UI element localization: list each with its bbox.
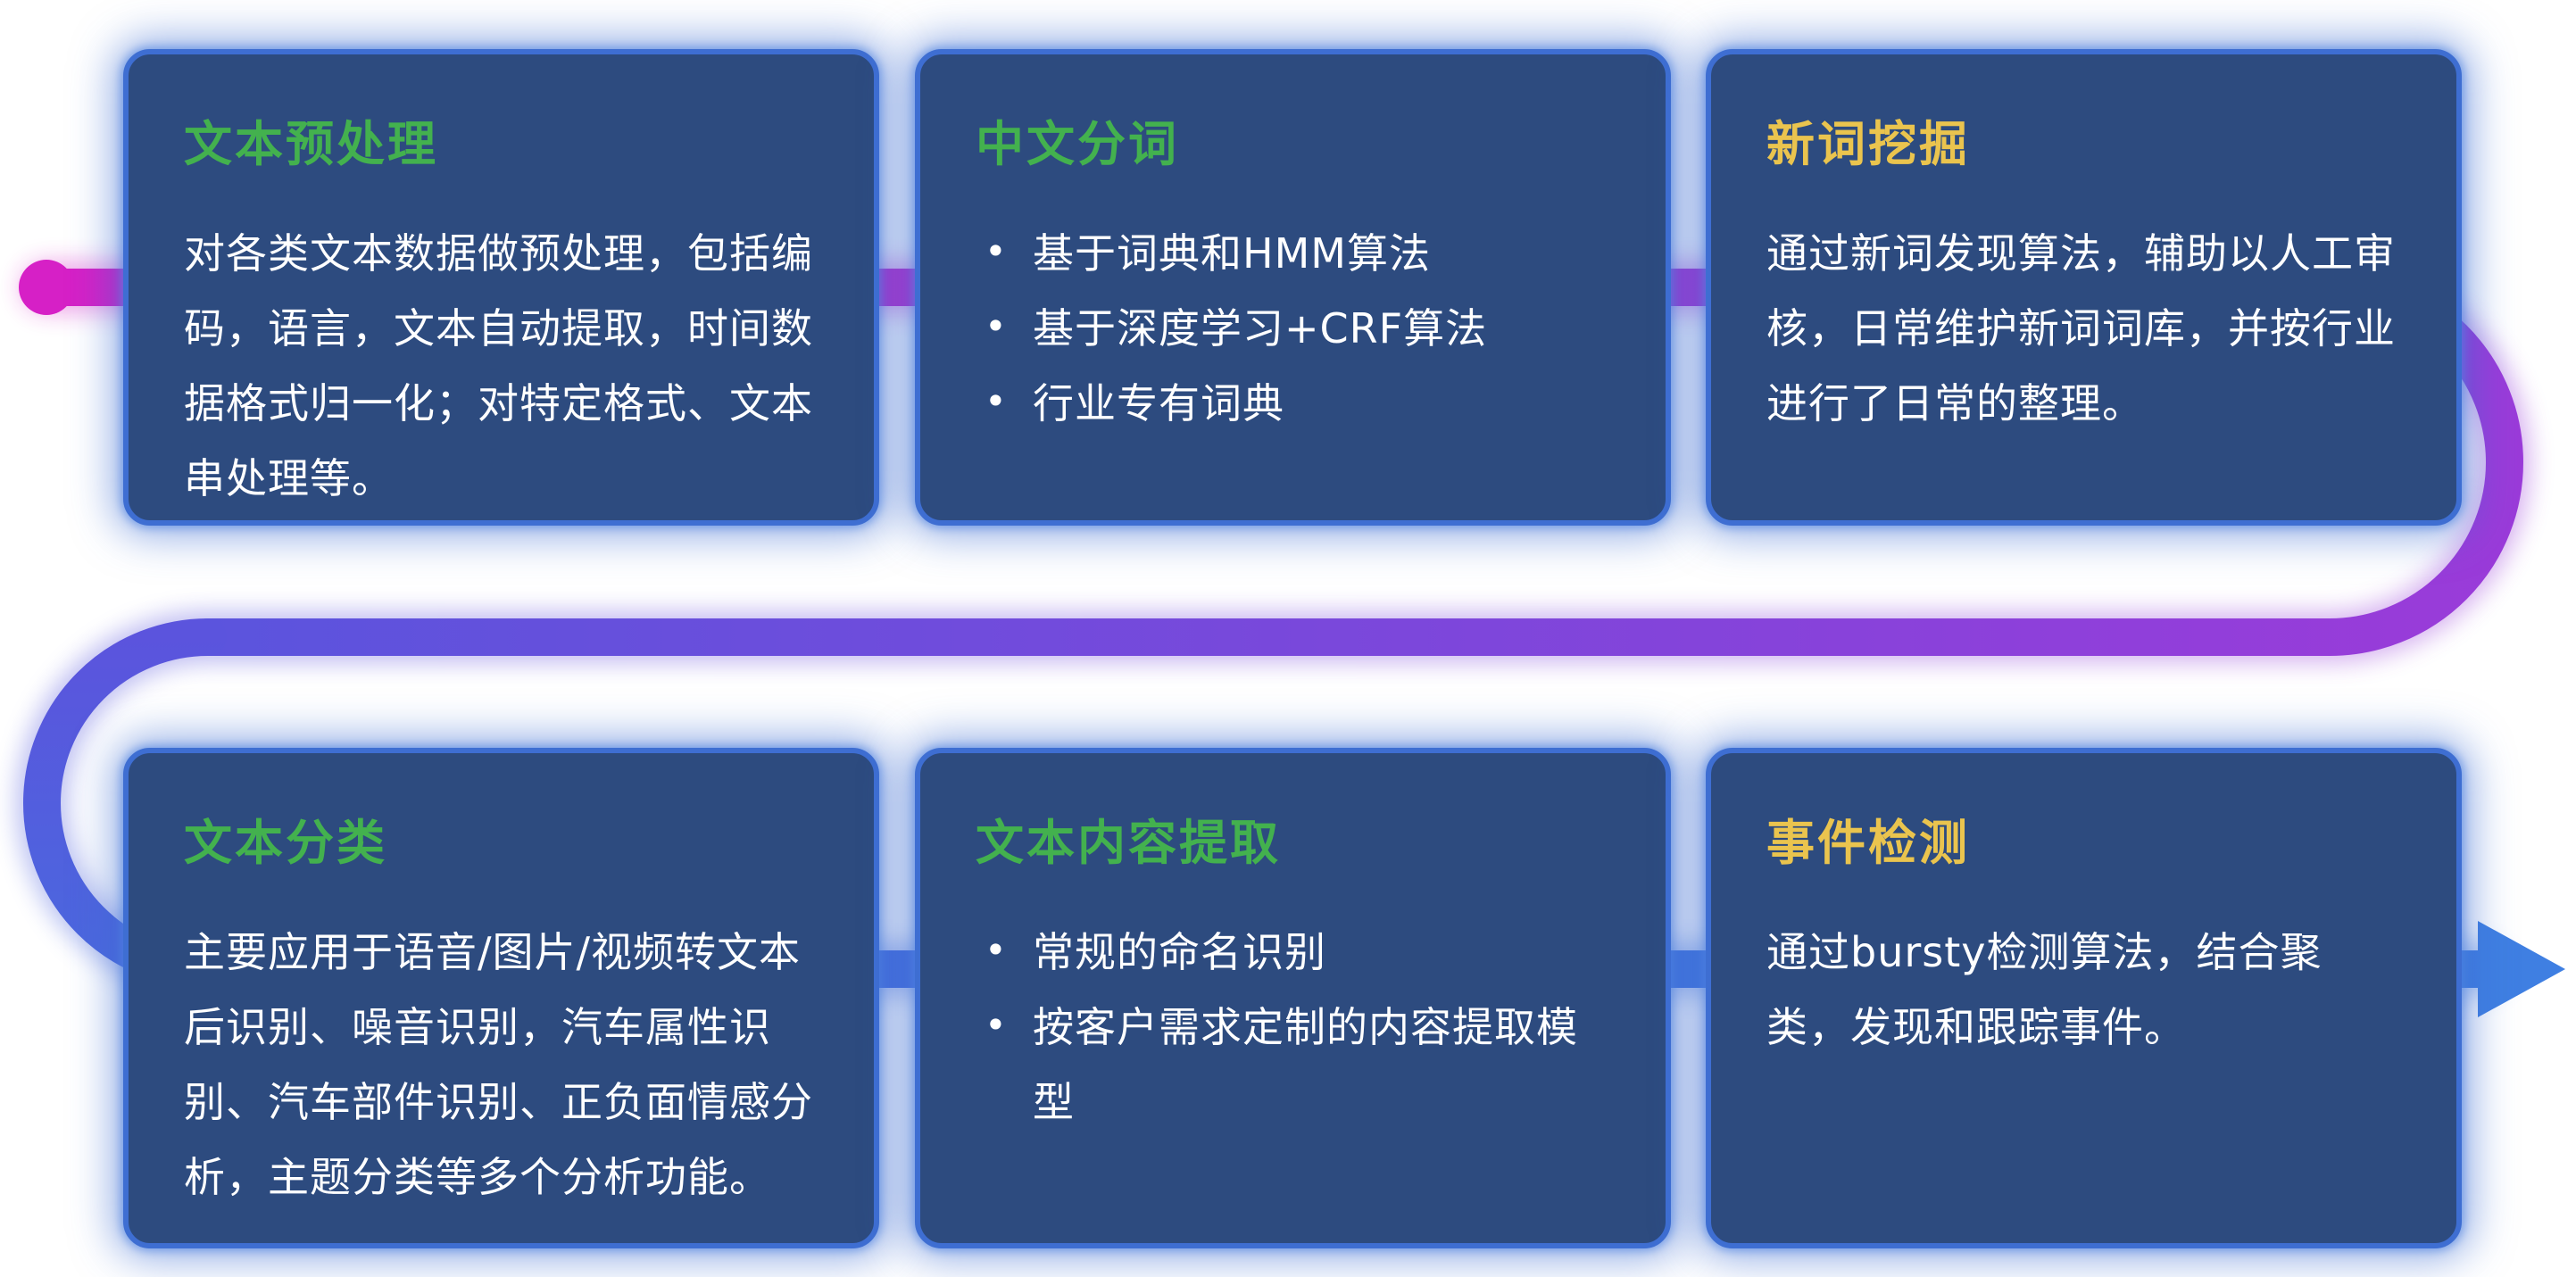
bullet-list: 基于词典和HMM算法 基于深度学习+CRF算法 行业专有词典 <box>976 214 1610 441</box>
card-title: 事件检测 <box>1766 815 1970 871</box>
card-title: 中文分词 <box>976 116 1179 172</box>
bullet-item: 常规的命名识别 <box>976 913 1610 990</box>
card-title: 文本内容提取 <box>976 815 1281 871</box>
card-body: 通过bursty检测算法，结合聚类，发现和跟踪事件。 <box>1766 928 2323 1051</box>
card-body: 通过新词发现算法，辅助以人工审核，日常维护新词词库，并按行业进行了日常的整理。 <box>1766 229 2396 427</box>
card-text-classification: 文本分类 主要应用于语音/图片/视频转文本后识别、噪音识别，汽车属性识别、汽车部… <box>123 748 879 1248</box>
card-title: 文本分类 <box>184 815 387 871</box>
bullet-list: 常规的命名识别 按客户需求定制的内容提取模型 <box>976 913 1610 1140</box>
card-title: 文本预处理 <box>184 116 438 172</box>
bullet-item: 按客户需求定制的内容提取模型 <box>976 988 1610 1140</box>
card-text-preprocessing: 文本预处理 对各类文本数据做预处理，包括编码，语言，文本自动提取，时间数据格式归… <box>123 49 879 526</box>
bullet-item: 基于深度学习+CRF算法 <box>976 289 1610 366</box>
bullet-item: 基于词典和HMM算法 <box>976 214 1610 291</box>
card-text-content-extraction: 文本内容提取 常规的命名识别 按客户需求定制的内容提取模型 <box>915 748 1671 1248</box>
card-body: 对各类文本数据做预处理，包括编码，语言，文本自动提取，时间数据格式归一化；对特定… <box>184 229 813 502</box>
card-event-detection: 事件检测 通过bursty检测算法，结合聚类，发现和跟踪事件。 <box>1706 748 2462 1248</box>
flow-end-arrow-icon <box>2478 921 2565 1017</box>
card-new-word-mining: 新词挖掘 通过新词发现算法，辅助以人工审核，日常维护新词词库，并按行业进行了日常… <box>1706 49 2462 526</box>
card-title: 新词挖掘 <box>1766 116 1970 172</box>
card-chinese-word-segmentation: 中文分词 基于词典和HMM算法 基于深度学习+CRF算法 行业专有词典 <box>915 49 1671 526</box>
flow-start-dot-icon <box>19 260 74 315</box>
bullet-item: 行业专有词典 <box>976 364 1610 441</box>
card-body: 主要应用于语音/图片/视频转文本后识别、噪音识别，汽车属性识别、汽车部件识别、正… <box>184 928 813 1201</box>
